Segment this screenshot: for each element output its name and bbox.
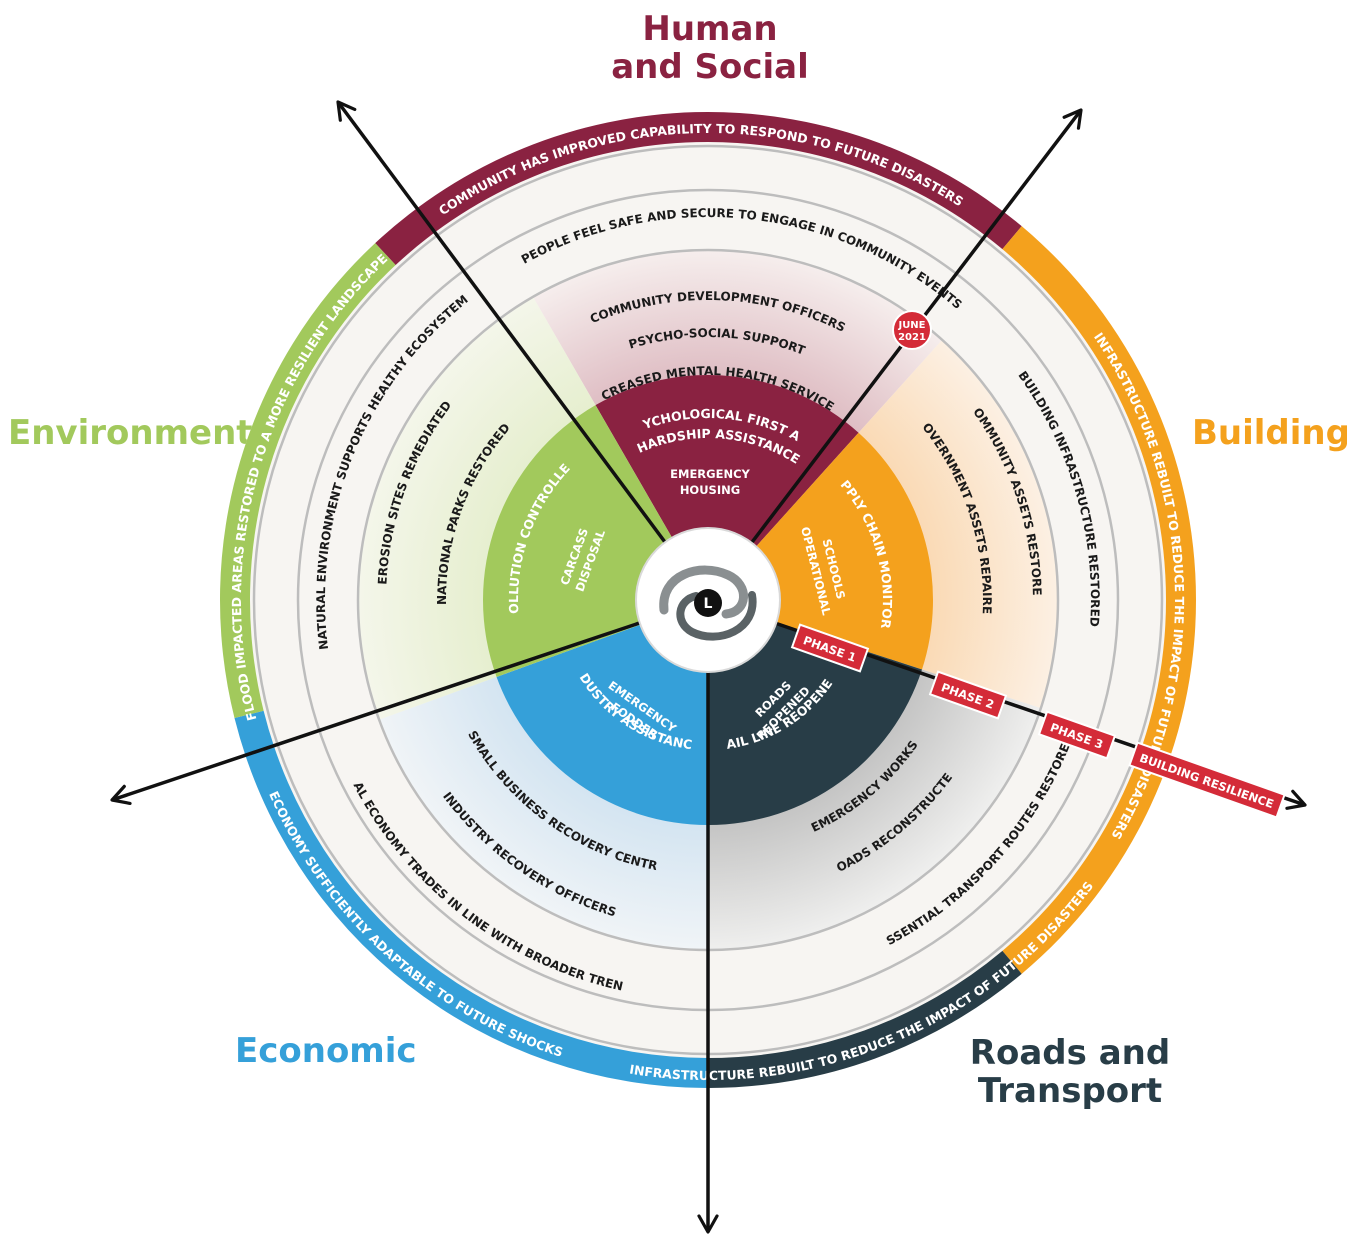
logo-dot [694,589,722,617]
logo-swirl-inner-icon [676,591,757,641]
outer-band-economic [234,710,709,1088]
date-badge [892,310,932,350]
date-badge-year: 2021 [898,332,926,343]
phase-tag-bg [1128,741,1286,819]
outer-band-roads [708,950,1022,1088]
axis-arrows [110,100,1307,1234]
sector-title-economic: Economic [235,1032,417,1070]
phase-tag-bg [790,623,870,673]
phase-tag-2: PHASE 2 [928,670,1008,720]
outer-band-building [1002,226,1196,974]
logo-swirl-icon [659,565,748,619]
sector-core-economic [496,624,708,825]
title-line-2: and Social [611,47,809,87]
phase1-text-human-3: HOUSING [680,483,740,497]
sector-title-environment: Environment [8,414,253,452]
phase1-text-human-2: EMERGENCY [670,467,750,481]
title-line-1: Human [642,9,778,49]
logo-letter: L [704,596,713,612]
sector-title-building: Building [1192,414,1347,452]
title-line-1: Building [1192,413,1347,453]
sector-core-environment [482,405,672,677]
axis-arrow-4 [110,598,709,806]
date-badge-month: JUNE [897,320,925,331]
outer-band-environment [220,243,396,719]
axis-arrow-1 [706,108,1083,602]
sector-core-human [595,375,859,547]
center-logo: L [635,527,781,673]
title-line-1: Roads and [969,1033,1171,1073]
sector-title-human-social: Human and Social [560,10,860,86]
sector-core-roads [708,622,922,825]
sector-core-building [756,432,934,670]
title-line-2: Transport [977,1071,1163,1111]
phase-tag-bg [928,670,1008,720]
title-line-1: Economic [235,1031,417,1071]
title-line-1: Environment [8,413,253,453]
sector-title-roads-transport: Roads and Transport [955,1034,1185,1110]
outer-band-human [375,111,1022,266]
phase-tag-bg [1037,710,1117,760]
axis-arrow-0 [336,100,710,602]
